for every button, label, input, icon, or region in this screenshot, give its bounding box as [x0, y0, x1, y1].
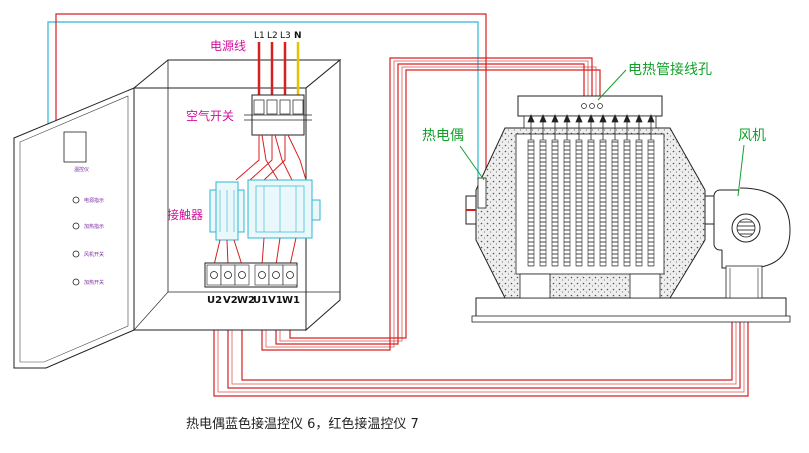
element-lead-arrows [527, 113, 655, 140]
terminal-feed-wires [213, 237, 297, 266]
label-thermocouple: 热电偶 [422, 128, 464, 144]
cyan-thermocouple-wire [47, 21, 479, 180]
fan-supply-wires [213, 268, 749, 397]
label-air-switch: 空气开关 [186, 108, 234, 123]
switch-heat [72, 278, 80, 286]
blower-fan [713, 187, 791, 299]
fan-supply-wires-inner [217, 268, 745, 393]
heater-unit [465, 95, 791, 323]
leader-fan [737, 144, 745, 197]
indicator-light-power [72, 196, 80, 204]
red-thermocouple-wire [55, 13, 487, 180]
thermocouple-probe [477, 177, 487, 209]
phase-label-l2: L2 [267, 31, 278, 41]
terminal-label-u2: U2 [207, 295, 222, 306]
panel-item-3: 加热指示 [84, 223, 104, 230]
temperature-controller-display [63, 131, 87, 163]
heating-elements [527, 139, 655, 267]
panel-item-5: 加热开关 [84, 279, 104, 286]
leader-thermocouple [459, 145, 485, 181]
label-contactor: 接触器 [167, 207, 203, 222]
contactor-heater [247, 179, 321, 239]
terminal-label-u1: U1 [253, 295, 268, 306]
terminal-label-v2: V2 [223, 295, 238, 306]
phase-label-l3: L3 [280, 31, 291, 41]
door-panel: 温控仪 电源指示 加热指示 风机开关 加热开关 [63, 131, 104, 286]
power-input-lines [257, 42, 300, 95]
terminal-label-v1: V1 [268, 295, 283, 306]
terminal-label-w2: W2 [237, 295, 255, 306]
terminal-label-w1: W1 [282, 295, 300, 306]
indicator-light-heat [72, 222, 80, 230]
heater-base [475, 297, 787, 319]
leader-heater-holes [597, 69, 627, 101]
contactor-fan [209, 181, 245, 241]
label-power-line: 电源线 [210, 39, 246, 53]
phase-label-n: N [294, 31, 302, 41]
air-switch [244, 94, 312, 136]
label-heater-holes: 电热管接线孔 [628, 61, 712, 78]
heater-supply-wires-inner [265, 60, 597, 348]
terminal-block [204, 262, 298, 288]
contactor-feed-wires [235, 134, 307, 181]
switch-fan [72, 250, 80, 258]
panel-item-1: 温控仪 [74, 166, 89, 173]
panel-item-2: 电源指示 [84, 197, 104, 204]
diagram-caption: 热电偶蓝色接温控仪 6，红色接温控仪 7 [186, 417, 419, 432]
panel-item-4: 风机开关 [84, 251, 104, 258]
label-fan: 风机 [738, 128, 766, 144]
phase-label-l1: L1 [254, 31, 265, 41]
